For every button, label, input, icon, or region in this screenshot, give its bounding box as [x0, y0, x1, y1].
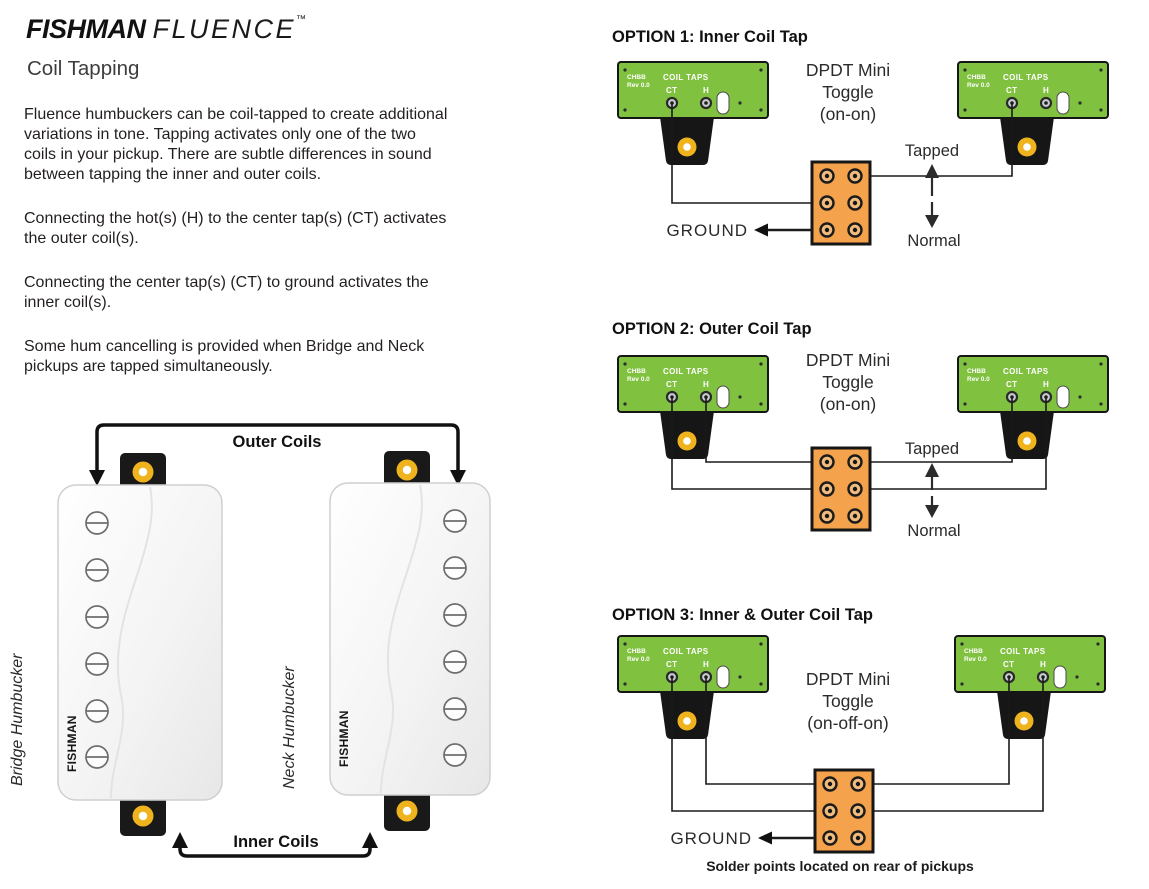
logo-trademark: ™: [296, 14, 307, 25]
bridge-h-wire: [705, 397, 825, 463]
normal-arrowhead: [925, 505, 939, 518]
pole-piece: [443, 650, 467, 674]
neck-ct-wire: [860, 677, 1010, 785]
pole-piece: [443, 509, 467, 533]
outer-coils-label: Outer Coils: [233, 433, 322, 451]
pole-piece: [85, 699, 109, 723]
ground-arrowhead: [758, 831, 772, 845]
neck-h-wire: [857, 397, 1047, 490]
pickup-brand-text: FISHMAN: [65, 715, 79, 772]
logo-fishman: FISHMAN: [26, 14, 146, 44]
inner-arrow-right: [362, 832, 378, 848]
normal-label: Normal: [907, 522, 960, 540]
logo-fluence: FLUENCE: [152, 14, 297, 44]
toggle-label-line2: Toggle: [822, 82, 874, 102]
outer-coils-indicator: Outer Coils: [89, 423, 466, 486]
pole-piece: [85, 652, 109, 676]
bridge-ct-wire: [671, 397, 825, 490]
neck-humbucker-label: Neck Humbucker: [281, 666, 298, 789]
switch-position-indicator: Tapped Normal: [905, 440, 961, 540]
pickup-cover: [329, 482, 491, 796]
bridge-humbucker-label: Bridge Humbucker: [9, 653, 26, 786]
toggle-label-line3: (on-off-on): [807, 713, 888, 733]
toggle-label-line1: DPDT Mini: [806, 669, 890, 689]
bridge-ct-wire: [671, 103, 825, 204]
paragraph-hum-cancelling: Some hum cancelling is provided when Bri…: [24, 338, 425, 375]
mounting-screw-center: [402, 806, 412, 816]
option-3-heading: OPTION 3: Inner & Outer Coil Tap: [612, 606, 873, 624]
cover-seam: [110, 486, 153, 799]
ground-indicator: GROUND: [670, 829, 815, 848]
toggle-label-line3: (on-on): [820, 394, 876, 414]
ground-label: GROUND: [666, 221, 748, 240]
inner-coils-bracket: [178, 847, 372, 858]
option-3-diagram: DPDT Mini Toggle (on-off-on) GROUND: [616, 634, 1107, 854]
neck-ct-wire: [857, 103, 1013, 177]
dpdt-switch: [813, 768, 875, 854]
dpdt-switch: [810, 446, 872, 532]
outer-coils-bracket: [95, 423, 460, 472]
pole-piece: [443, 556, 467, 580]
switch-position-indicator: Tapped Normal: [905, 142, 961, 250]
pole-piece: [443, 697, 467, 721]
mounting-screw-center: [138, 467, 148, 477]
bridge-humbucker: FISHMAN: [57, 453, 223, 836]
outer-arrow-left: [89, 470, 105, 486]
normal-label: Normal: [907, 232, 960, 250]
pole-piece: [443, 603, 467, 627]
tapped-label: Tapped: [905, 440, 959, 458]
pole-piece: [85, 558, 109, 582]
pole-piece: [85, 745, 109, 769]
pickup-cover: [57, 484, 223, 801]
solder-points-note: Solder points located on rear of pickups: [706, 858, 974, 874]
inner-coils-label: Inner Coils: [233, 833, 318, 851]
pole-piece: [85, 605, 109, 629]
cover-seam: [380, 484, 423, 794]
mounting-screw-center: [402, 465, 412, 475]
toggle-label-line1: DPDT Mini: [806, 350, 890, 370]
tapped-arrowhead: [925, 463, 939, 477]
pickup-brand-text: FISHMAN: [337, 710, 351, 767]
mounting-screw-center: [138, 811, 148, 821]
inner-arrow-left: [172, 832, 188, 848]
neck-pickup-pcb: [956, 354, 1110, 461]
ground-arrowhead: [754, 223, 768, 237]
page-title: Coil Tapping: [27, 57, 140, 80]
bridge-pickup-pcb: [616, 354, 770, 461]
neck-ct-wire: [857, 397, 1013, 463]
toggle-label-line2: Toggle: [822, 691, 874, 711]
pole-piece: [443, 743, 467, 767]
tapped-arrowhead: [925, 164, 939, 178]
bridge-h-wire: [705, 677, 828, 785]
toggle-label-line3: (on-on): [820, 104, 876, 124]
pole-piece: [85, 511, 109, 535]
neck-pickup-pcb: [956, 60, 1110, 167]
ground-label: GROUND: [670, 829, 752, 848]
neck-h-wire: [860, 677, 1044, 812]
paragraph-outer-coil: Connecting the hot(s) (H) to the center …: [24, 210, 447, 247]
dpdt-switch: [810, 160, 872, 246]
bridge-pickup-pcb: [616, 634, 770, 741]
paragraph-overview: Fluence humbuckers can be coil-tapped to…: [24, 106, 448, 183]
option-1-diagram: DPDT Mini Toggle (on-on) GROUND Tapped N…: [616, 60, 1110, 250]
bridge-pickup-pcb: [616, 60, 770, 167]
neck-humbucker: FISHMAN: [329, 451, 491, 831]
paragraph-inner-coil: Connecting the center tap(s) (CT) to gro…: [24, 274, 429, 311]
bridge-ct-wire: [671, 677, 828, 812]
option-1-heading: OPTION 1: Inner Coil Tap: [612, 28, 808, 46]
normal-arrowhead: [925, 215, 939, 228]
outer-arrow-right: [450, 470, 466, 486]
intro-text: Fluence humbuckers can be coil-tapped to…: [24, 105, 544, 401]
toggle-label-line2: Toggle: [822, 372, 874, 392]
tapped-label: Tapped: [905, 142, 959, 160]
neck-pickup-pcb: [953, 634, 1107, 741]
humbucker-coil-diagram: Outer Coils FISHMAN: [9, 423, 491, 858]
ground-indicator: GROUND: [666, 221, 812, 240]
option-2-diagram: DPDT Mini Toggle (on-on) Tapped Normal: [616, 350, 1110, 540]
inner-coils-indicator: Inner Coils: [172, 832, 378, 858]
toggle-label-line1: DPDT Mini: [806, 60, 890, 80]
option-2-heading: OPTION 2: Outer Coil Tap: [612, 320, 812, 338]
